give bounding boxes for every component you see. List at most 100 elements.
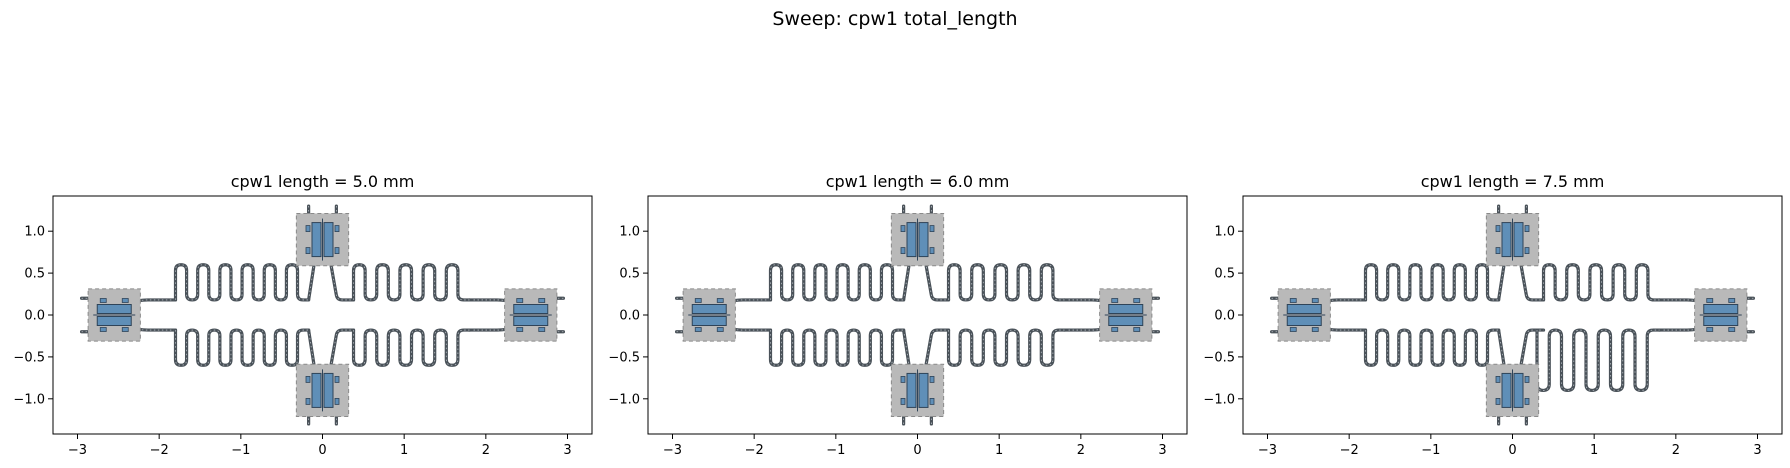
- qubit-coupler-2: [305, 376, 311, 383]
- qubit-3: [890, 363, 945, 418]
- panel-title: cpw1 length = 5.0 mm: [231, 172, 415, 191]
- qubit-pad-top: [323, 372, 334, 408]
- qubit-body: [900, 218, 935, 261]
- cpw-connector-3-center: [1659, 324, 1721, 331]
- qubit-coupler-3: [538, 327, 546, 332]
- cpw-connector-6: [1497, 328, 1506, 369]
- cpw-connector-6: [902, 328, 911, 369]
- qubit-coupler-2: [900, 225, 906, 232]
- y-tick-label: 1.0: [619, 225, 640, 240]
- qubit-coupler-0: [1706, 298, 1714, 303]
- x-tick-label: 1: [1590, 443, 1598, 458]
- x-tick-label: 0: [913, 443, 921, 458]
- cpw-meander-lower-right-center: [948, 329, 1065, 366]
- qubit-2: [890, 212, 945, 267]
- qubit-coupler-1: [1133, 298, 1141, 303]
- x-tick-label: −2: [745, 443, 764, 458]
- y-tick-label: 0.5: [1214, 267, 1235, 282]
- cpw-connector-2-center: [1064, 299, 1126, 306]
- qubit-coupler-0: [929, 225, 935, 232]
- cpw-meander-upper-left-center: [1365, 264, 1499, 301]
- x-tick-label: 1: [400, 443, 408, 458]
- qubit-pad-bottom: [691, 316, 727, 326]
- qubit-1: [504, 288, 558, 342]
- qubit-coupler-0: [334, 225, 340, 232]
- y-tick-label: 0.5: [24, 267, 45, 282]
- y-tick-label: 0.0: [24, 309, 45, 324]
- panel-content: [674, 204, 1161, 426]
- qubit-coupler-2: [1495, 376, 1501, 383]
- y-tick-label: 1.0: [1214, 225, 1235, 240]
- cpw-meander-upper-right-center: [353, 264, 470, 301]
- x-tick-label: 0: [1508, 443, 1516, 458]
- x-tick-label: 3: [563, 443, 571, 458]
- cpw-meander-lower-right: [946, 328, 1067, 367]
- qubit-body: [93, 298, 136, 332]
- qubit-pad-top: [918, 222, 929, 258]
- qubit-pad-top: [1703, 304, 1739, 314]
- cpw-connector-4: [1497, 261, 1506, 302]
- y-tick-label: 1.0: [24, 225, 45, 240]
- qubit-coupler-3: [121, 327, 129, 332]
- qubit-coupler-1: [1728, 298, 1736, 303]
- y-tick-label: 0.0: [619, 309, 640, 324]
- x-tick-label: −3: [1258, 443, 1277, 458]
- cpw-connector-2-center: [1659, 299, 1721, 306]
- qubit-coupler-0: [1289, 298, 1297, 303]
- cpw-connector-7-center: [1520, 329, 1544, 368]
- qubit-pad-top: [323, 222, 334, 258]
- qubit-pad-bottom: [906, 222, 917, 258]
- qubit-coupler-3: [900, 247, 906, 254]
- panel-title: cpw1 length = 6.0 mm: [826, 172, 1010, 191]
- qubit-coupler-0: [516, 298, 524, 303]
- x-tick-label: 1: [995, 443, 1003, 458]
- panel-title: cpw1 length = 7.5 mm: [1421, 172, 1605, 191]
- cpw-connector-6: [307, 328, 316, 369]
- cpw-meander-upper-right-center: [948, 264, 1065, 301]
- qubit-coupler-1: [1524, 398, 1530, 405]
- qubit-pad-bottom: [1286, 316, 1322, 326]
- qubit-pad-top: [918, 372, 929, 408]
- qubit-coupler-1: [334, 247, 340, 254]
- x-tick-label: −2: [150, 443, 169, 458]
- x-tick-label: −1: [1421, 443, 1440, 458]
- qubit-pad-bottom: [1501, 222, 1512, 258]
- x-tick-label: −1: [826, 443, 845, 458]
- panels: cpw1 length = 5.0 mm −3 −2 −1 0 1 2 3 1.0 0.5 0.0 −…: [13, 172, 1783, 458]
- cpw-connector-3-center: [1064, 324, 1126, 331]
- qubit-coupler-1: [716, 298, 724, 303]
- qubit-coupler-2: [516, 327, 524, 332]
- cpw-meander-upper-left-center: [175, 264, 309, 301]
- qubit-0: [87, 288, 141, 342]
- cpw-connector-7-center: [925, 329, 949, 368]
- cpw-connector-3-center: [469, 324, 531, 331]
- qubit-coupler-0: [99, 298, 107, 303]
- x-tick-label: −2: [1340, 443, 1359, 458]
- qubit-coupler-2: [694, 327, 702, 332]
- x-tick-label: 2: [482, 443, 490, 458]
- cpw-connector-5: [329, 261, 356, 302]
- qubit-coupler-0: [1524, 376, 1530, 383]
- qubit-coupler-1: [538, 298, 546, 303]
- qubit-pad-bottom: [906, 372, 917, 408]
- y-tick-label: −1.0: [13, 392, 45, 407]
- qubit-3: [1485, 363, 1540, 418]
- qubit-coupler-1: [929, 398, 935, 405]
- y-tick-label: −1.0: [1203, 392, 1235, 407]
- qubit-coupler-3: [1311, 327, 1319, 332]
- x-tick-label: 3: [1158, 443, 1166, 458]
- qubit-coupler-1: [929, 247, 935, 254]
- cpw-connector-4: [902, 261, 911, 302]
- qubit-pad-bottom: [311, 222, 322, 258]
- cpw-connector-2-center: [469, 299, 531, 306]
- cpw-meander-lower-right: [351, 328, 472, 367]
- y-tick-label: −0.5: [1203, 350, 1235, 365]
- qubit-0: [1277, 288, 1331, 342]
- cpw-connector-5: [1519, 261, 1546, 302]
- cpw-meander-upper-left: [768, 263, 906, 302]
- cpw-meander-lower-right: [1535, 328, 1662, 393]
